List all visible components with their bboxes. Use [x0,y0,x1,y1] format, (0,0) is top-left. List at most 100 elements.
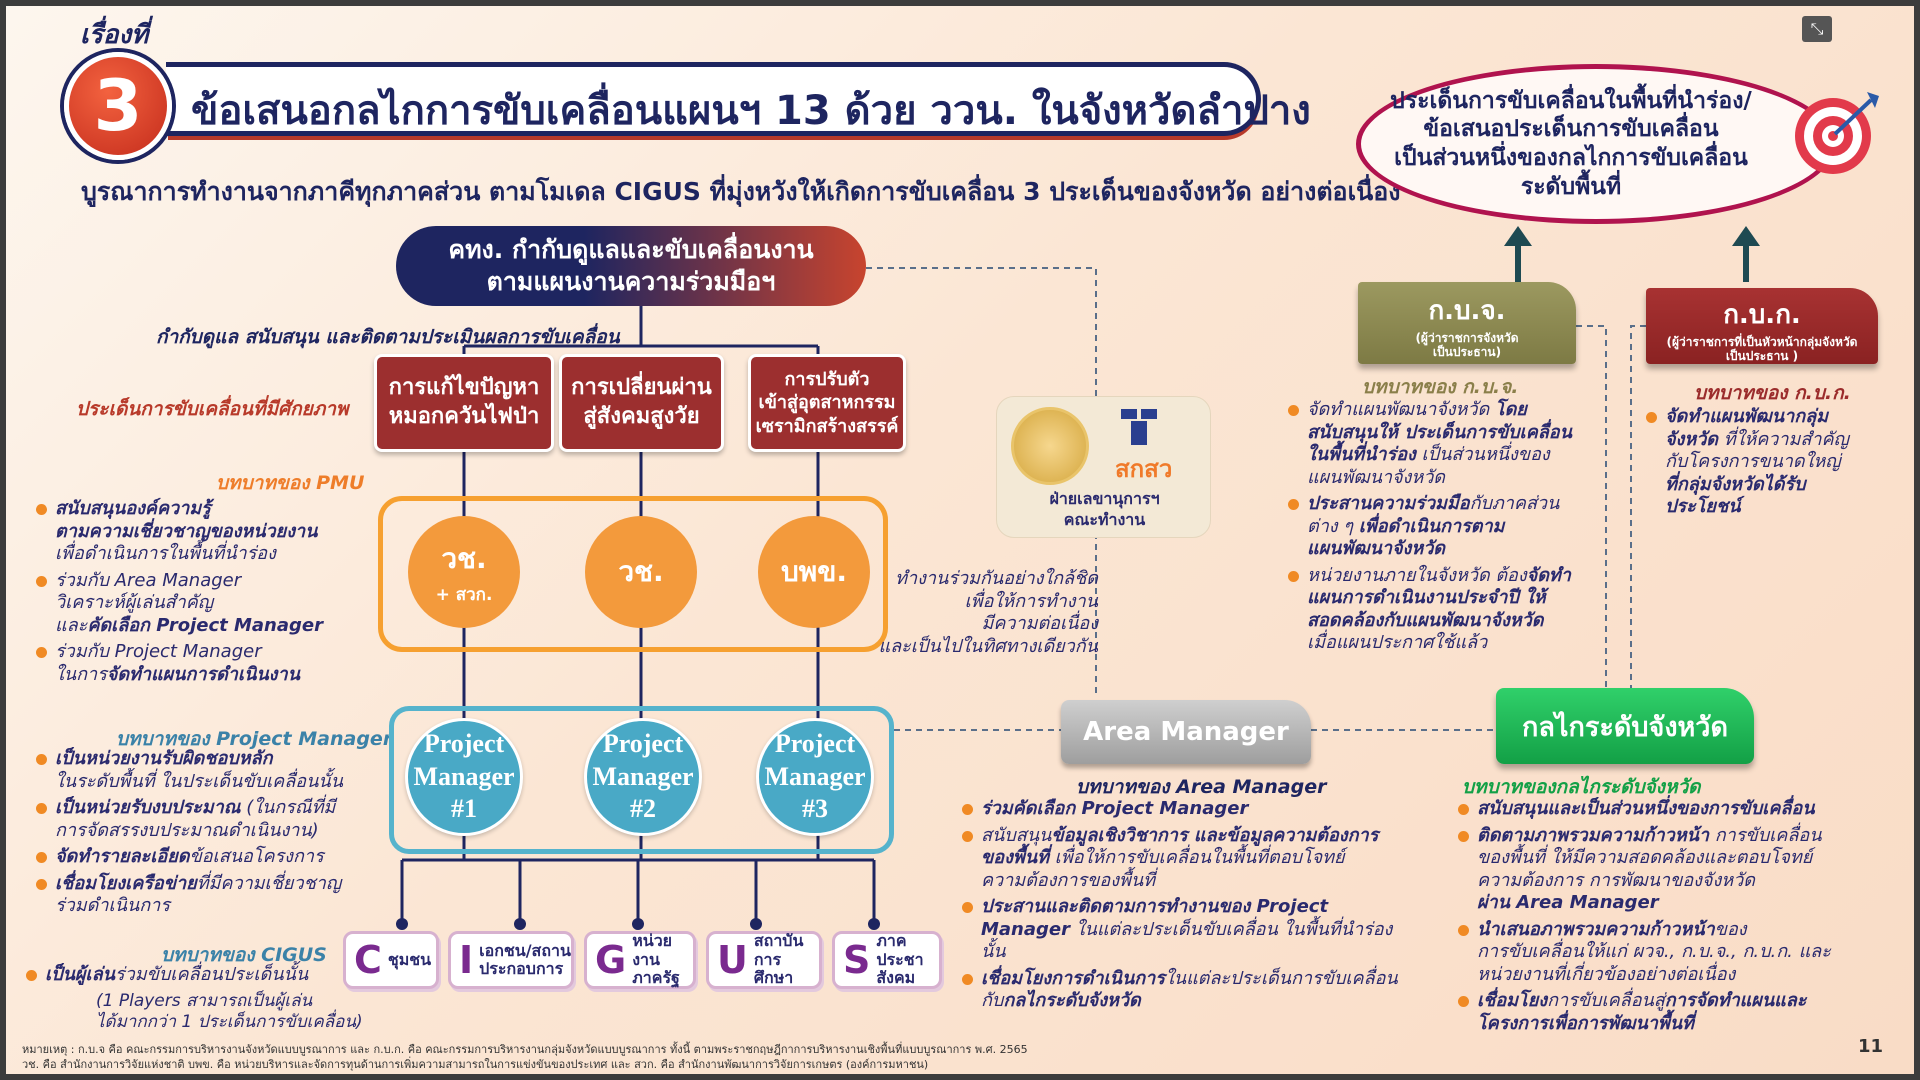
list-item: เชื่อมโยงเครือข่ายที่มีความเชี่ยวชาญร่วม… [36,873,376,918]
goal-line: ระดับพื้นที่ [1520,173,1622,200]
collab-note: ทำงานร่วมกันอย่างใกล้ชิด เพื่อให้การทำงา… [876,568,1098,658]
cigus-desc: ภาค [876,931,907,951]
goal-ellipse: ประเด็นการขับเคลื่อนในพื้นที่นำร่อง/ ข้อ… [1356,64,1836,224]
pmu-org-circle: วช. [585,516,697,628]
item-bold: จังหวัด [1665,428,1718,450]
list-item: ติดตามภาพรวมความก้าวหน้า การขับเคลื่อนขอ… [1458,825,1898,915]
list-item: เชื่อมโยงการดำเนินการในแต่ละประเด็นการขั… [962,968,1432,1013]
item-bold: กลไกระดับจังหวัด [1003,990,1141,1011]
list-item: เป็นผู้เล่นร่วมขับเคลื่อนประเด็นนั้น [26,964,376,987]
bullet-icon [962,804,973,815]
item-bold: แผนการดำเนินงานประจำปี ให้ [1307,587,1546,608]
item-text: เพื่อให้การขับเคลื่อนในพื้นที่ตอบโจทย์ [1048,847,1345,868]
item-text: สนับสนุน [981,824,1052,846]
item-bold: Manager [981,918,1070,940]
pm-role-label: บทบาทของ Project Manager [116,728,393,750]
item-text: แผนพัฒนาจังหวัด [1307,466,1445,488]
cigus-letter: U [717,938,748,982]
item-bold: จัดทำรายละเอียด [55,846,190,867]
goal-line: ข้อเสนอประเด็นการขับเคลื่อน [1423,116,1719,143]
item-text: ต่าง ๆ [1307,515,1359,537]
item-text: กับภาคส่วน [1469,493,1560,514]
item-text: ของพื้นที่ ให้มีความสอดคล้องและตอบโจทย์ [1477,847,1813,868]
cigus-desc: สังคม [876,968,916,988]
area-manager-box: Area Manager [1061,700,1311,764]
arrow-up-icon [1732,226,1760,282]
bullet-icon [36,575,47,587]
issue-box: การเปลี่ยนผ่านสู่สังคมสูงวัย [559,354,724,452]
list-item: นำเสนอภาพรวมความก้าวหน้าของการขับเคลื่อน… [1458,919,1898,987]
list-item: สนับสนุนองค์ความรู้ตามความเชี่ยวชาญของหน… [36,498,376,566]
pm-group [389,706,894,854]
cigus-letter: C [354,938,382,982]
item-text: กับ [981,990,1004,1011]
kbj-box: ก.บ.จ. (ผู้ว่าราชการจังหวัดเป็นประธาน) [1358,282,1576,364]
item-text: ความต้องการของพื้นที่ [981,869,1156,891]
item-text: หน่วยงานที่เกี่ยวข้องอย่างต่อเนื่อง [1477,963,1736,985]
item-bold: เป็นผู้เล่น [45,964,115,985]
issue-line: เซรามิกสร้างสรรค์ [755,415,899,437]
cigus-desc: ภาครัฐ [632,968,680,988]
item-bold: ของพื้นที่ [981,847,1049,868]
committee-line: ตามแผนงานความร่วมมือฯ [486,267,776,296]
bullet-icon [1646,412,1657,423]
item-text: ในแต่ละประเด็นขับเคลื่อน ในพื้นที่นำร่อง [1070,918,1393,940]
cigus-role-list: เป็นผู้เล่นร่วมขับเคลื่อนประเด็นนั้น (1 … [26,964,376,1033]
issue-line: สู่สังคมสูงวัย [583,404,700,429]
title-bar [166,62,1261,136]
tsri-logo-icon [1117,407,1161,447]
kbj-role-list: จัดทำแผนพัฒนาจังหวัด โดยสนับสนุนให้ ประเ… [1288,399,1618,659]
item-bold: เป็นหน่วยรับงบประมาณ [55,797,241,818]
item-bold: ในพื้นที่นำร่อง [1307,444,1416,465]
item-text: ในแต่ละประเด็นการขับเคลื่อน [1164,967,1398,989]
bullet-icon [962,902,973,913]
pmu-org-sub: + สวก. [435,584,493,605]
cigus-desc: สถาบัน [753,931,804,951]
cigus-desc: การศึกษา [753,949,794,988]
bullet-icon [1288,405,1299,416]
item-text: ร่วมขับเคลื่อนประเด็นนั้น [114,964,309,985]
item-bold: ติดตามภาพรวมความก้าวหน้า [1477,824,1710,846]
item-bold: เพื่อดำเนินการตาม [1358,515,1505,537]
cigus-desc: เอกชน/สถาน [479,940,571,960]
committee-box: คทง. กำกับดูแลและขับเคลื่อนงาน ตามแผนงาน… [396,226,866,306]
bullet-icon [36,852,47,863]
item-text: ข้อเสนอโครงการ [189,846,324,867]
pmu-org-name: วช. [618,555,664,588]
kbk-box: ก.บ.ก. (ผู้ว่าราชการที่เป็นหัวหน้ากลุ่มจ… [1646,288,1878,364]
issue-line: การเปลี่ยนผ่าน [571,375,712,401]
pmu-org-name: บพข. [780,555,847,588]
story-label: เรื่องที่ [80,20,149,50]
expand-icon[interactable]: ⤡ [1802,16,1832,42]
issue-line: หมอกควันไฟป่า [388,404,540,429]
item-text: ร่วมกับ Area Manager [55,569,242,591]
item-bold: ประสานและติดตามการทำงานของ Project [981,896,1329,917]
issue-line: การแก้ไขปัญหา [388,375,540,401]
bullet-icon [1458,804,1469,815]
kbj-sub: (ผู้ว่าราชการจังหวัด [1415,331,1519,345]
list-item: สนับสนุนและเป็นส่วนหนึ่งของการขับเคลื่อน [1458,798,1898,821]
item-text: เป็นส่วนหนึ่งของ [1415,444,1550,465]
item-text: (ในกรณีที่มี [246,797,336,818]
item-text: เมื่อแผนประกาศใช้แล้ว [1307,632,1488,653]
bullet-icon [962,830,973,842]
pm-line: Manager [764,761,866,791]
item-bold: เชื่อมโยงการดำเนินการ [981,967,1165,989]
note-line: มีความต่อเนื่อง [981,613,1098,634]
goal-line: ประเด็นการขับเคลื่อนในพื้นที่นำร่อง/ [1390,87,1752,114]
item-text: การขับเคลื่อนให้แก่ ผวจ., ก.บ.จ., ก.บ.ก.… [1477,941,1831,962]
issue-box: การปรับตัวเข้าสู่อุตสาหกรรมเซรามิกสร้างส… [748,354,906,452]
bullet-icon [36,878,47,890]
bullet-icon [36,803,47,814]
issue-line: การปรับตัว [784,368,870,390]
cigus-letter: I [459,938,474,982]
list-item: ประสานความร่วมมือกับภาคส่วนต่าง ๆ เพื่อด… [1288,493,1618,561]
item-bold: เป็นหน่วยงานรับผิดชอบหลัก [55,748,273,769]
footnote: หมายเหตุ : ก.บ.จ คือ คณะกรรมการบริหารงาน… [22,1042,1028,1073]
